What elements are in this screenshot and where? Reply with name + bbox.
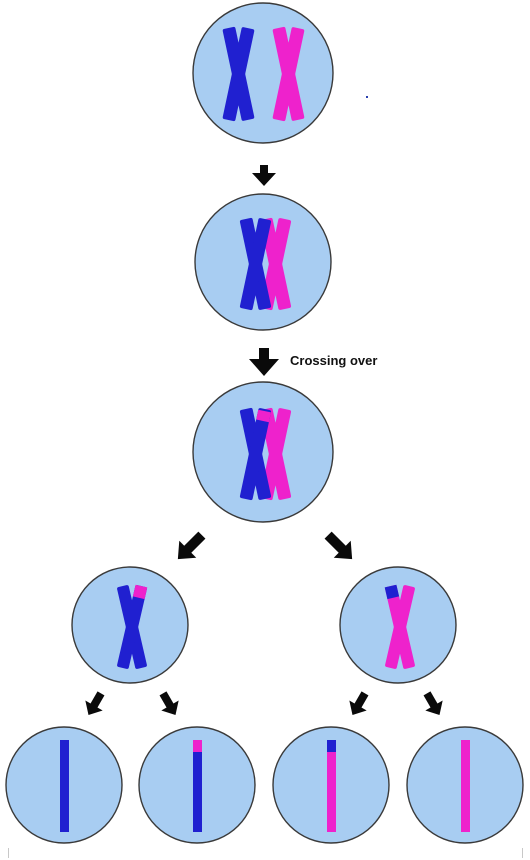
blue-chromosome xyxy=(239,407,272,501)
gamete-1 xyxy=(5,726,123,844)
edge-mark xyxy=(522,848,523,858)
exchanged-segment xyxy=(132,584,148,600)
down-arrow-1 xyxy=(252,165,276,186)
pink-chromosome xyxy=(272,26,305,122)
arrow-to-gamete-4 xyxy=(423,691,443,715)
down-arrow-2 xyxy=(249,348,279,376)
exchanged-segment xyxy=(256,409,271,423)
blue-chromosome xyxy=(222,26,255,122)
pink-chromosome xyxy=(259,407,292,501)
diagonal-arrow-right xyxy=(324,531,353,560)
gamete-2 xyxy=(138,726,256,844)
crossing-over-label: Crossing over xyxy=(290,353,377,368)
pink-chromosome xyxy=(259,217,292,311)
cell-stage-2 xyxy=(194,193,332,331)
diagonal-arrow-left xyxy=(177,531,206,560)
exchanged-segment xyxy=(193,740,202,752)
cell-stage-4-left xyxy=(71,566,189,684)
exchanged-segment xyxy=(327,740,336,752)
cell-stage-1 xyxy=(192,2,334,144)
cell-stage-4-right xyxy=(339,566,457,684)
gamete-3 xyxy=(272,726,390,844)
stray-mark xyxy=(366,96,368,98)
gamete-4 xyxy=(406,726,524,844)
arrow-to-gamete-3 xyxy=(349,691,369,715)
cell-stage-3 xyxy=(192,381,334,523)
edge-mark xyxy=(8,848,9,858)
arrow-to-gamete-1 xyxy=(85,691,105,715)
blue-chromosome xyxy=(239,217,272,311)
arrow-to-gamete-2 xyxy=(159,691,179,715)
exchanged-segment xyxy=(384,584,400,600)
